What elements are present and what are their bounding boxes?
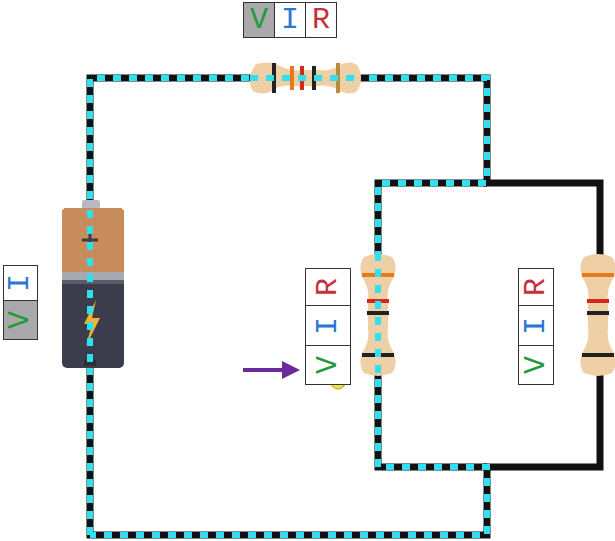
quantity-letter: R — [313, 278, 343, 296]
quantity-letter: I — [313, 316, 343, 334]
quantity-label-box: V — [305, 345, 351, 385]
quantity-label-box: R — [305, 2, 337, 38]
pointer-arrow — [243, 361, 300, 379]
quantity-label-box: I — [274, 2, 306, 38]
quantity-label-box: V — [243, 2, 275, 38]
quantity-letter: V — [521, 356, 551, 374]
wire — [378, 183, 487, 467]
resistor-symbol — [250, 62, 361, 93]
quantity-label-box: V — [518, 345, 554, 385]
battery-symbol — [62, 200, 124, 368]
quantity-label-box: I — [3, 265, 38, 301]
resistor-symbol — [360, 253, 395, 377]
quantity-letter: I — [5, 274, 35, 292]
current-path — [90, 78, 487, 535]
wire — [90, 78, 600, 535]
quantity-letter: V — [5, 311, 35, 329]
quantity-label-box: R — [518, 268, 554, 306]
quantity-label-box: I — [305, 305, 351, 346]
quantity-label-box: V — [3, 300, 38, 340]
quantity-label-box: I — [518, 305, 554, 346]
quantity-letter: V — [250, 5, 268, 35]
quantity-label-box: R — [305, 268, 351, 306]
resistor-symbol — [580, 254, 615, 376]
quantity-letter: I — [281, 5, 299, 35]
quantity-letter: R — [312, 5, 330, 35]
quantity-letter: V — [313, 356, 343, 374]
quantity-letter: R — [521, 278, 551, 296]
quantity-letter: I — [521, 316, 551, 334]
